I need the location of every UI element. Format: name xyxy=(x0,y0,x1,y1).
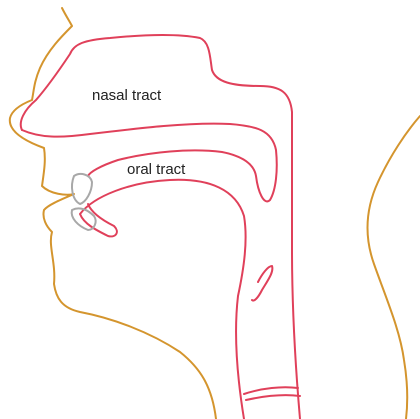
upper-teeth-outline xyxy=(72,174,92,204)
trachea-ring-top xyxy=(244,387,298,394)
oral-tract-label: oral tract xyxy=(127,161,186,178)
epiglottis-outline xyxy=(252,266,272,301)
tongue-outline xyxy=(80,180,246,419)
neck-back-outline xyxy=(368,116,420,419)
nasal-tract-label: nasal tract xyxy=(92,87,162,104)
face-profile-outline xyxy=(10,8,216,419)
pharynx-back-wall xyxy=(292,150,300,419)
trachea-ring-bottom xyxy=(246,395,300,400)
